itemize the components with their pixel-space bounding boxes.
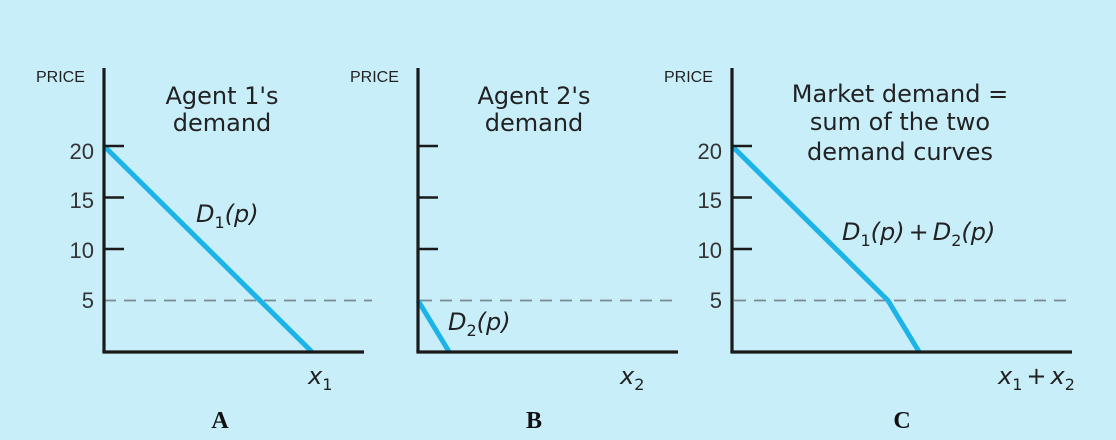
panel-a-ticklabel-20: 20 — [70, 139, 94, 164]
panel-c-letter: C — [893, 408, 910, 434]
panel-a-ticklabel-5: 5 — [82, 288, 94, 313]
panel-b-ylabel: PRICE — [350, 69, 399, 86]
panel-c-ticklabel-5: 5 — [710, 288, 722, 313]
panel-c-curve-label: D1(p)+D2(p) — [842, 218, 995, 250]
panel-c-ticklabel-10: 10 — [698, 238, 722, 263]
panel-b-title-line-2: demand — [485, 109, 584, 137]
panel-b-letter: B — [526, 408, 542, 434]
panel-c-ylabel: PRICE — [664, 69, 713, 86]
panel-a-curve-d1 — [102, 144, 314, 354]
panel-b-title-line-1: Agent 2's — [477, 82, 590, 110]
panel-a-ticklabel-15: 15 — [70, 188, 94, 213]
panel-a: PRICE Agent 1's demand 20 15 10 5 D1(p) … — [36, 68, 372, 434]
panel-b-curve-label: D2(p) — [448, 308, 511, 340]
panel-c-title-line-2: sum of the two — [810, 108, 990, 136]
panel-a-xlabel: x1 — [307, 362, 332, 394]
panel-c: PRICE Market demand = sum of the two dem… — [664, 68, 1075, 434]
panel-a-title-line-2: demand — [173, 109, 272, 137]
panel-a-ylabel: PRICE — [36, 69, 85, 86]
panel-a-letter: A — [211, 408, 229, 434]
panel-b-xlabel: x2 — [619, 362, 644, 394]
panel-b: PRICE Agent 2's demand D2(p) x2 B — [350, 68, 680, 434]
panel-a-title-line-1: Agent 1's — [165, 82, 278, 110]
panel-c-ticklabel-15: 15 — [698, 188, 722, 213]
panel-c-title-line-1: Market demand = — [792, 80, 1008, 108]
panel-c-title-line-3: demand curves — [807, 138, 993, 166]
panel-a-ticklabel-10: 10 — [70, 238, 94, 263]
panel-c-ticklabel-20: 20 — [698, 139, 722, 164]
panel-a-curve-label: D1(p) — [196, 200, 259, 232]
panel-c-xlabel: x1+x2 — [997, 362, 1075, 394]
panel-b-curve-d2 — [415, 299, 452, 354]
panel-c-curve-market — [730, 144, 922, 354]
